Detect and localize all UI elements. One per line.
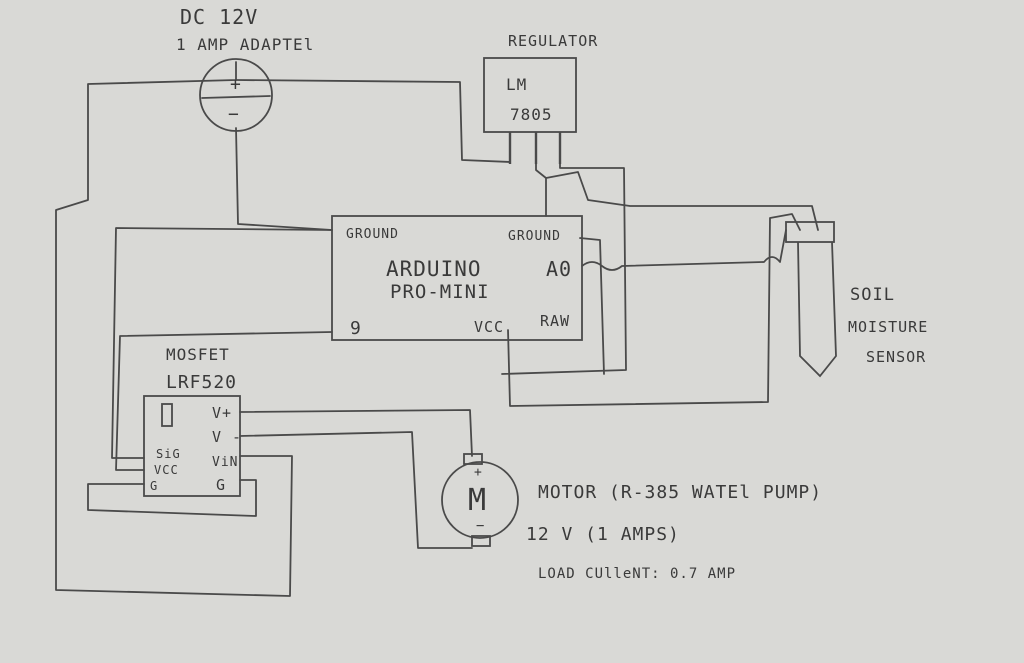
wire-adapter-to-regulator xyxy=(235,79,511,163)
wire-a0-to-sensor xyxy=(581,229,787,271)
adapter-minus: − xyxy=(228,104,240,125)
arduino-ground-right: GROUND xyxy=(508,229,561,244)
motor-symbol xyxy=(441,461,519,539)
mosfet-pin-vminus: V - xyxy=(212,428,242,446)
mosfet-title: MOSFET xyxy=(166,345,230,364)
motor-plus: + xyxy=(474,465,483,480)
wire-pin9-to-sig xyxy=(115,331,333,471)
sensor-label-line2: MOISTURE xyxy=(848,318,928,336)
sensor-label-line3: SENSOR xyxy=(866,348,926,366)
arduino-raw-pin: RAW xyxy=(540,312,570,330)
wire-mosfet-ground xyxy=(87,479,257,517)
wires xyxy=(55,61,819,597)
adapter-divider xyxy=(201,95,271,99)
mosfet-pin-g-left: G xyxy=(150,479,158,493)
regulator-title: REGULATOR xyxy=(508,32,598,50)
arduino-name-line1: ARDUINO xyxy=(386,257,482,281)
mosfet-body xyxy=(143,395,241,497)
motor-bottom-terminal xyxy=(471,535,491,547)
wire-regulator-right xyxy=(501,161,627,375)
regulator-line1: LM xyxy=(506,75,527,94)
wire-adapter-negative xyxy=(235,127,333,231)
wire-adapter-positive xyxy=(55,61,293,597)
wire-ground-bus xyxy=(111,227,333,459)
regulator-body xyxy=(483,57,577,133)
arduino-analog-pin: A0 xyxy=(546,257,572,281)
motor-load-current: LOAD CUlleNT: 0.7 AMP xyxy=(538,566,736,582)
arduino-body xyxy=(331,215,583,341)
sensor-probe xyxy=(797,241,837,378)
wire-vplus-to-motor xyxy=(239,409,473,457)
wire-sensor-ground xyxy=(507,213,801,407)
arduino-pro-mini: GROUND GROUND ARDUINO PRO-MINI A0 9 VCC … xyxy=(331,215,583,341)
wire-regulator-mid xyxy=(535,161,547,217)
wire-vminus-to-motor xyxy=(239,431,473,549)
arduino-name-line2: PRO-MINI xyxy=(390,281,490,303)
adapter-subtitle: 1 AMP ADAPTEl xyxy=(176,35,314,54)
mosfet-chip-icon xyxy=(161,403,173,427)
motor-label: MOTOR (R-385 WATEl PUMP) xyxy=(538,482,822,503)
adapter-plus: + xyxy=(230,74,242,95)
wire-sensor-vcc xyxy=(545,171,819,231)
regulator: REGULATOR LM 7805 xyxy=(483,32,598,164)
mosfet-pin-vin: ViN xyxy=(212,455,238,470)
sensor-header xyxy=(785,221,835,243)
motor-letter: M xyxy=(468,483,487,518)
mosfet-pin-vcc: VCC xyxy=(154,463,179,477)
arduino-digital-pin: 9 xyxy=(350,318,362,339)
arduino-vcc-pin: VCC xyxy=(474,318,504,336)
mosfet-pin-g-right: G xyxy=(216,476,226,494)
motor-top-terminal xyxy=(463,453,483,465)
wire-arduino-ground-right xyxy=(579,237,605,375)
motor-rating: 12 V (1 AMPS) xyxy=(526,524,680,545)
sensor-label-line1: SOIL xyxy=(850,285,895,305)
dc-adapter: DC 12V 1 AMP ADAPTEl + − xyxy=(176,5,314,132)
mosfet-module: MOSFET LRF520 SiG VCC G V+ V - ViN G xyxy=(143,345,242,497)
regulator-line2: 7805 xyxy=(510,105,553,124)
adapter-symbol xyxy=(199,58,273,132)
mosfet-pin-vplus: V+ xyxy=(212,404,232,422)
motor: + M − MOTOR (R-385 WATEl PUMP) 12 V (1 A… xyxy=(441,453,822,582)
motor-minus: − xyxy=(476,518,485,534)
arduino-ground-left: GROUND xyxy=(346,227,399,242)
mosfet-pin-sig: SiG xyxy=(156,447,181,461)
mosfet-model: LRF520 xyxy=(166,372,237,393)
adapter-title: DC 12V xyxy=(180,5,258,29)
soil-moisture-sensor: SOIL MOISTURE SENSOR xyxy=(785,221,928,378)
